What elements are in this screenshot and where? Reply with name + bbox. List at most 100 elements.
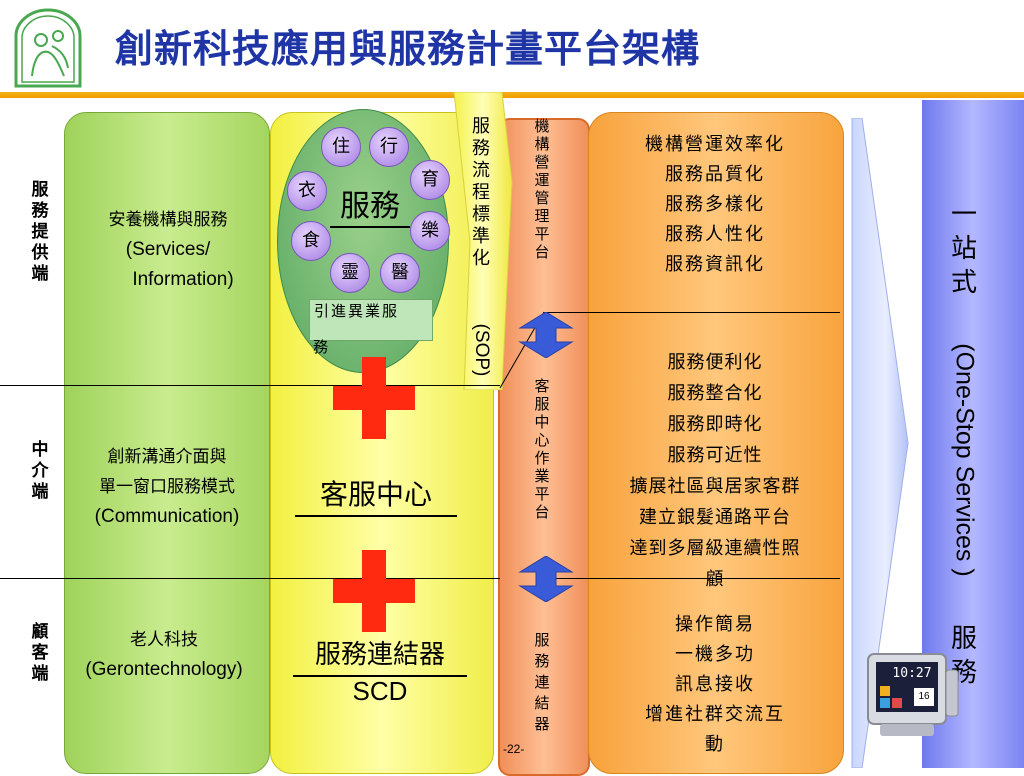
logo-icon [14,8,82,88]
orange-item: 達到多層級連續性照 [629,538,801,559]
service-node: 衣 [287,171,327,211]
sop-char: 準 [472,226,490,247]
salmon-char: 客 [534,377,550,395]
salmon-char: 平 [534,225,550,243]
service-node: 醫 [380,253,420,293]
one-stop-chars-top: 一 站 式 [944,198,984,300]
service-center-label: 服務 [330,188,410,228]
green-mid-block: 創新溝通介面與 單一窗口服務模式 (Communication) [66,442,268,532]
orange-item: 服務品質化 [665,164,765,185]
sop-tail-wrap: (SOP) [466,310,496,390]
salmon-char: 構 [534,135,550,153]
blue-char: 站 [950,234,977,264]
salmon-char: 理 [534,207,550,225]
orange-item: 增進社群交流互 [645,704,785,725]
label-customer: 顧客端 [31,622,49,684]
big-right-arrow [851,118,909,768]
green-bottom-block: 老人科技 (Gerontechnology) [56,625,272,685]
orange-item: 顧 [705,569,725,590]
orange-item: 服務多樣化 [665,194,765,215]
salmon-char: 服 [534,631,550,649]
salmon-char: 結 [534,694,550,712]
green-top-line: (Services/ [125,239,211,260]
sop-char: 服 [472,116,490,137]
sop-char: 程 [472,182,490,203]
salmon-char: 連 [534,673,550,691]
green-top-line: Information) [132,269,234,290]
salmon-char: 服 [534,395,550,413]
divider-line [0,385,500,386]
sop-char: 務 [472,138,490,159]
blue-char: 式 [950,268,977,298]
salmon-bottom-text: 服 務 連 結 器 [530,630,554,735]
salmon-top-text: 機 構 營 運 管 理 平 台 [530,117,554,261]
green-mid-line: 創新溝通介面與 [107,447,227,467]
green-bottom-line: (Gerontechnology) [85,659,243,680]
label-intermediary: 中介端 [31,440,49,502]
green-top-block: 安養機構與服務 (Services/ Information) [70,205,266,295]
service-node: 樂 [410,211,450,251]
divider-line [0,578,500,579]
service-node: 靈 [330,253,370,293]
orange-item: 服務便利化 [667,352,763,373]
device-time: 10:27 [892,666,932,681]
plus-icon [333,357,415,439]
divider-line [544,578,840,579]
salmon-char: 中 [534,413,550,431]
sop-arrow [453,92,513,390]
double-arrow-icon [518,312,574,358]
page-title: 創新科技應用與服務計畫平台架構 [115,26,701,71]
green-top-line: 安養機構與服務 [108,210,228,230]
salmon-char: 平 [534,485,550,503]
service-connector-label: 服務連結器 [293,635,467,677]
scd-label: SCD [352,676,408,706]
orange-middle-list: 服務便利化 服務整合化 服務即時化 服務可近性 擴展社區與居家客群 建立銀髮通路… [594,347,836,595]
orange-item: 服務資訊化 [665,254,765,275]
orange-item: 服務人性化 [665,224,765,245]
orange-bottom-list: 操作簡易 一機多功 訊息接收 增進社群交流互 動 [594,610,836,760]
device-icon [867,653,959,736]
sop-char: 化 [472,248,490,269]
orange-item: 機構營運效率化 [645,134,785,155]
plus-icon [333,550,415,632]
one-stop-rotated-wrap: (One-Stop Services ) [944,300,984,620]
salmon-char: 業 [534,467,550,485]
sop-text: 服 務 流 程 標 準 化 [466,116,496,270]
label-service-provider: 服務提供端 [31,180,49,284]
title-divider [0,92,1024,98]
salmon-char: 機 [534,117,550,135]
double-arrow-icon [518,556,574,602]
blue-char: 一 [950,200,977,230]
customer-service-center-label: 客服中心 [295,475,457,517]
salmon-char: 器 [534,715,550,733]
intro-box-tail: 務 [313,338,329,356]
orange-item: 擴展社區與居家客群 [629,476,801,497]
green-column [64,112,270,774]
service-node: 育 [410,160,450,200]
page-number: -22- [503,742,525,756]
salmon-char: 心 [534,431,550,449]
orange-item: 服務整合化 [667,383,763,404]
one-stop-rotated-text: (One-Stop Services ) [950,343,979,577]
salmon-char: 務 [534,652,550,670]
salmon-middle-text: 客 服 中 心 作 業 平 台 [530,377,554,521]
green-mid-line: (Communication) [94,506,240,527]
orange-top-list: 機構營運效率化 服務品質化 服務多樣化 服務人性化 服務資訊化 [594,130,836,280]
orange-item: 服務可近性 [667,445,763,466]
blue-char: 服 [950,624,977,654]
sop-char: 標 [472,204,490,225]
service-node: 行 [369,127,409,167]
salmon-char: 作 [534,449,550,467]
green-mid-line: 單一窗口服務模式 [99,477,235,497]
salmon-char: 台 [534,503,550,521]
device-date: 16 [918,691,930,702]
orange-item: 服務即時化 [667,414,763,435]
sop-tail: (SOP) [471,323,492,377]
green-bottom-line: 老人科技 [130,630,198,650]
service-node: 食 [291,221,331,261]
intro-box: 引進異業服 [309,299,433,341]
salmon-char: 管 [534,189,550,207]
orange-column [588,112,844,774]
sop-char: 流 [472,160,490,181]
salmon-char: 運 [534,171,550,189]
